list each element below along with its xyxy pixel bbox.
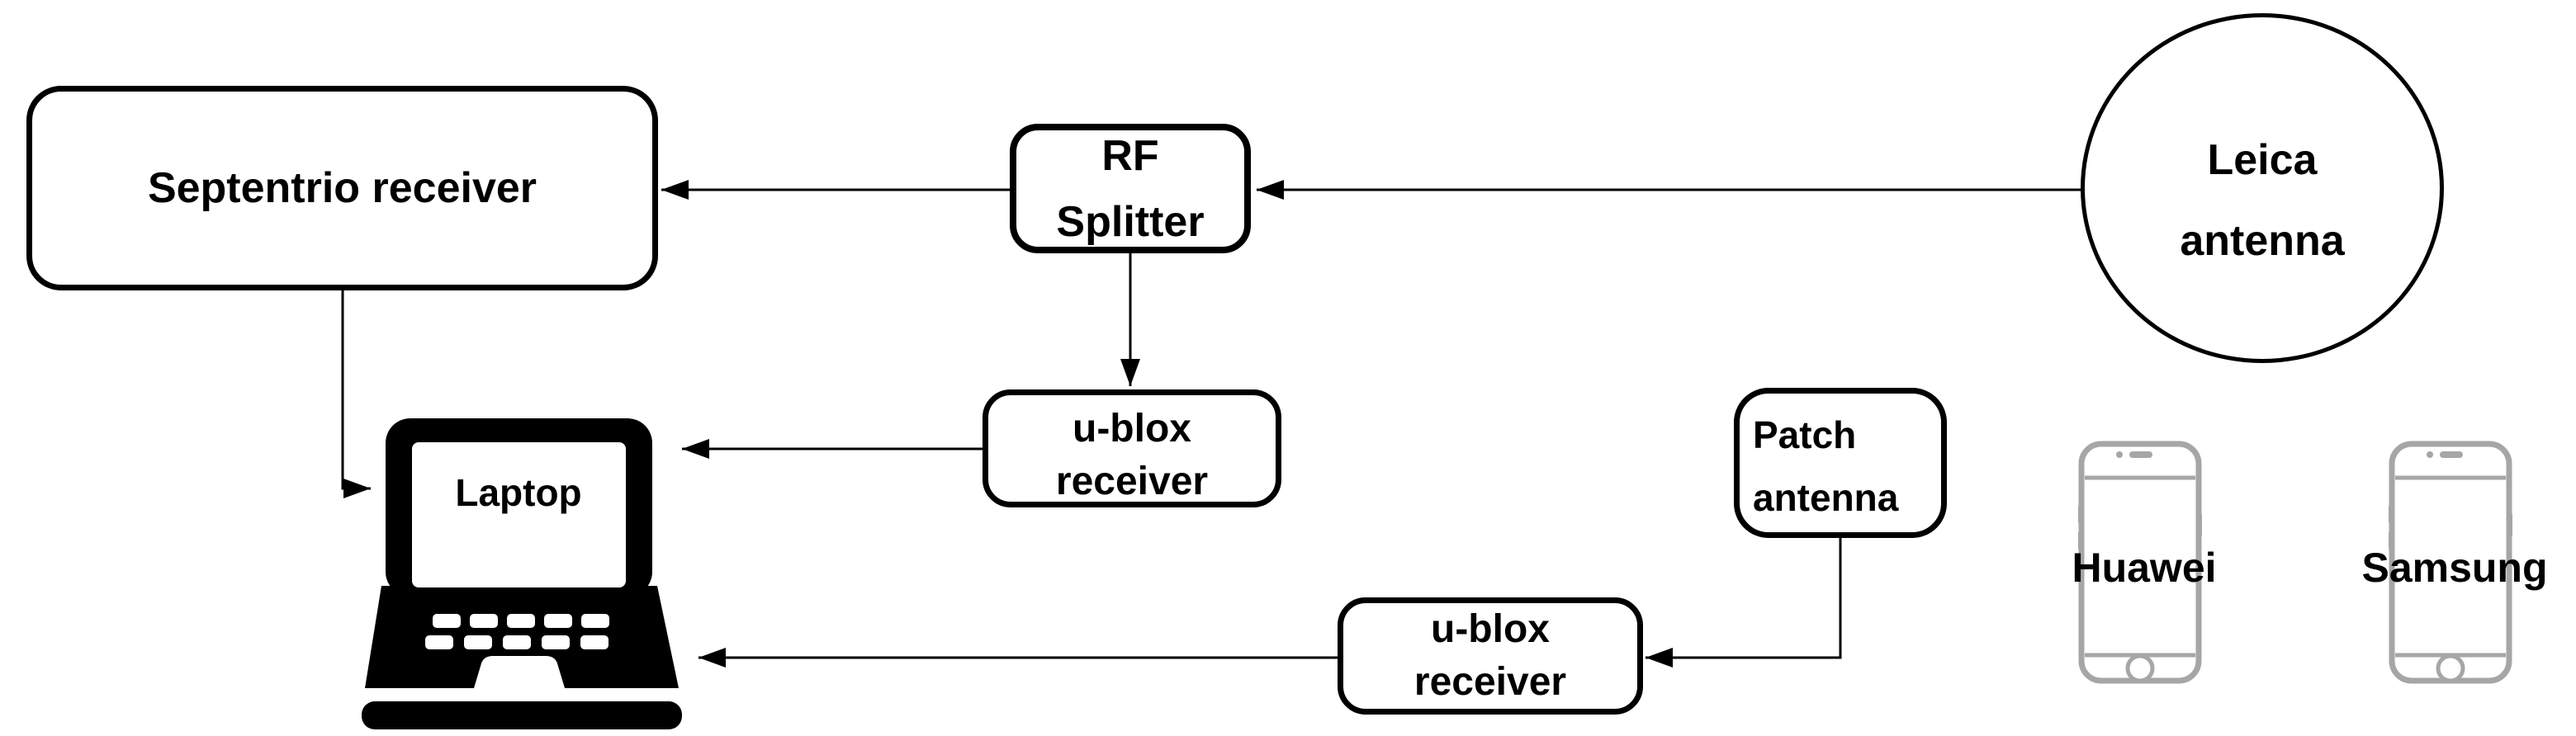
laptop-screen bbox=[412, 442, 626, 587]
phone-side-buttons bbox=[2389, 505, 2512, 550]
phone-side-buttons bbox=[2078, 505, 2202, 550]
patch-antenna-label-line2: antenna bbox=[1753, 476, 1899, 519]
phone-top-tick bbox=[2446, 441, 2455, 446]
phone-speaker-slit bbox=[2129, 451, 2152, 458]
ublox-bottom-label-line1: u-blox bbox=[1431, 607, 1550, 651]
huawei-phone-icon bbox=[2078, 441, 2202, 684]
ublox-top-label-line1: u-blox bbox=[1073, 406, 1191, 451]
huawei-label: Huawei bbox=[2072, 545, 2217, 591]
patch-antenna-node: Patch antenna bbox=[1734, 388, 1947, 538]
phone-camera-dot bbox=[2427, 451, 2433, 458]
phone-home-button bbox=[2125, 653, 2155, 683]
phone-home-button bbox=[2436, 653, 2465, 683]
phone-camera-dot bbox=[2116, 451, 2123, 458]
laptop-label: Laptop bbox=[455, 471, 582, 514]
septentrio-receiver-node: Septentrio receiver bbox=[26, 86, 658, 290]
rf-splitter-label-line1: RF bbox=[1101, 131, 1159, 180]
patch-antenna-label-line1: Patch bbox=[1753, 413, 1857, 456]
ublox-receiver-bottom-node: u-blox receiver bbox=[1338, 597, 1643, 715]
rf-splitter-node: RF Splitter bbox=[1010, 124, 1251, 253]
samsung-phone-icon bbox=[2389, 441, 2512, 684]
laptop-keyboard-keys bbox=[425, 614, 609, 649]
arrow-patch-to-ublox-bottom bbox=[1646, 537, 1842, 668]
laptop-touchpad-notch bbox=[474, 656, 565, 688]
samsung-label: Samsung bbox=[2361, 545, 2548, 591]
laptop-bottom-bar bbox=[362, 701, 682, 729]
leica-antenna-label-line1: Leica bbox=[2207, 136, 2318, 184]
ublox-receiver-top-node: u-blox receiver bbox=[983, 389, 1281, 507]
leica-antenna-label-line2: antenna bbox=[2180, 217, 2345, 265]
phone-top-tick bbox=[2135, 441, 2145, 446]
leica-antenna-node: Leica antenna bbox=[2081, 13, 2444, 363]
rf-splitter-label-line2: Splitter bbox=[1056, 197, 1205, 246]
ublox-bottom-label-line2: receiver bbox=[1413, 660, 1567, 704]
ublox-top-label-line2: receiver bbox=[1055, 459, 1209, 503]
phone-speaker-slit bbox=[2440, 451, 2463, 458]
laptop-icon bbox=[362, 418, 682, 729]
septentrio-receiver-label: Septentrio receiver bbox=[147, 164, 537, 212]
arrow-septentrio-to-laptop bbox=[341, 290, 371, 498]
